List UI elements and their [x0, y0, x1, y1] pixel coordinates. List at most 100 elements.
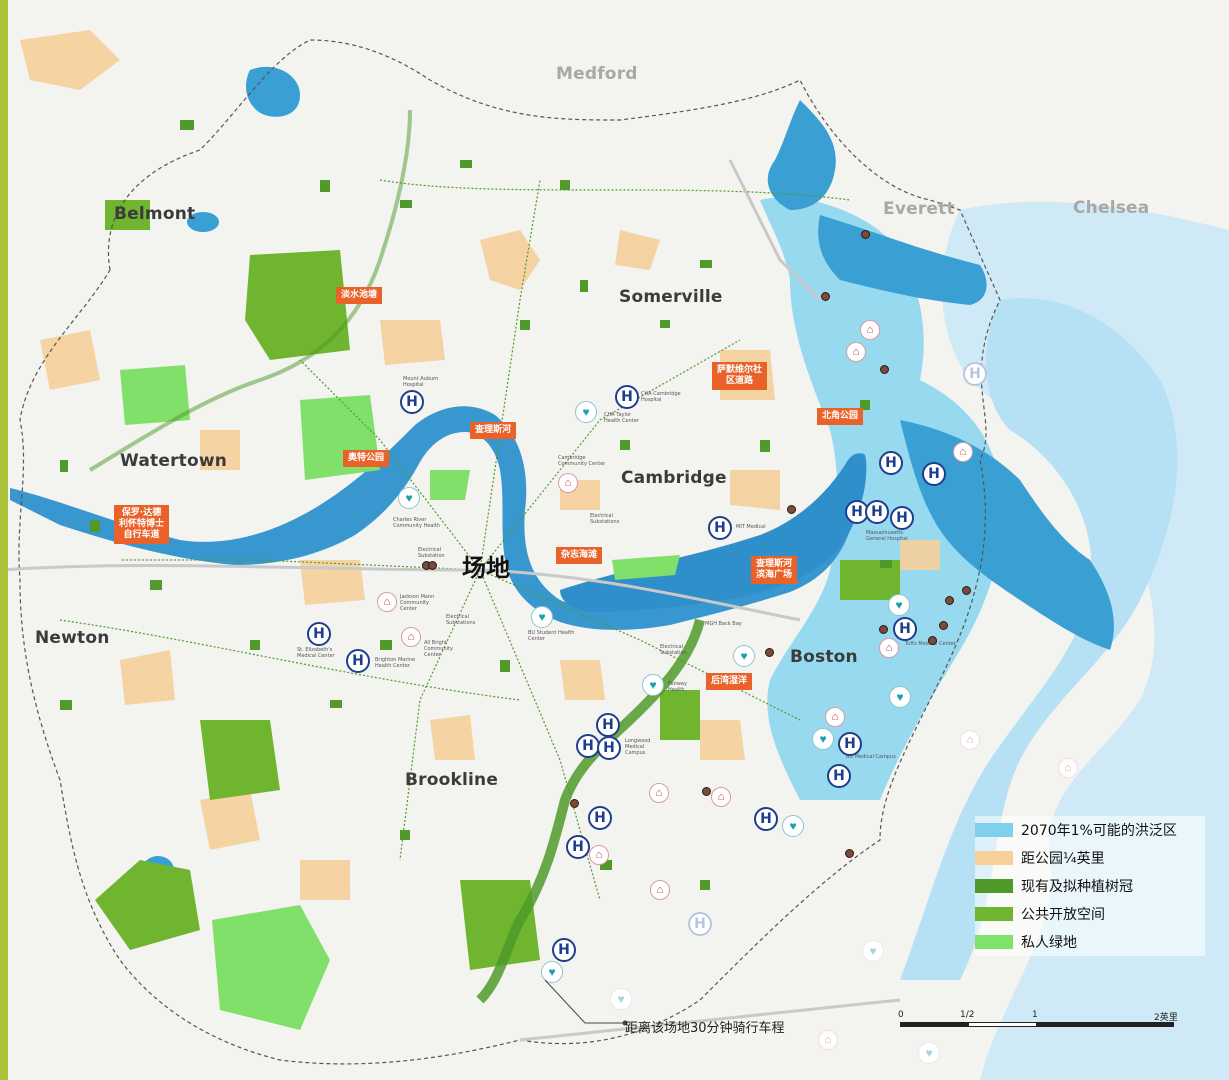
- community-center-icon[interactable]: ⌂: [558, 473, 578, 493]
- hospital-icon[interactable]: H: [596, 713, 620, 737]
- health-center-icon[interactable]: ♥: [733, 645, 755, 667]
- poi-bu-student-health: BU Student Health Center: [528, 630, 575, 642]
- health-center-icon[interactable]: ♥: [862, 940, 884, 962]
- substation-marker[interactable]: [962, 586, 971, 595]
- health-center-icon[interactable]: ♥: [918, 1042, 940, 1064]
- legend-swatch-private-green: [975, 935, 1013, 949]
- bike-routes: [59, 179, 851, 901]
- substation-marker[interactable]: [880, 365, 889, 374]
- highways: [0, 159, 901, 1042]
- callout-north-point[interactable]: 北角公园: [817, 408, 864, 425]
- substation-marker[interactable]: [765, 648, 774, 657]
- community-center-icon[interactable]: ⌂: [818, 1030, 838, 1050]
- substation-marker[interactable]: [428, 561, 437, 570]
- health-center-icon[interactable]: ♥: [642, 674, 664, 696]
- ride-note-leader: [544, 979, 628, 1026]
- hospital-icon[interactable]: H: [879, 451, 903, 475]
- hospital-icon[interactable]: H: [576, 734, 600, 758]
- callout-magazine-beach[interactable]: 杂志海滩: [556, 547, 603, 564]
- health-center-icon[interactable]: ♥: [812, 728, 834, 750]
- legend-label-flood: 2070年1%可能的洪泛区: [1021, 823, 1177, 839]
- hospital-icon[interactable]: H: [893, 617, 917, 641]
- substation-marker[interactable]: [845, 849, 854, 858]
- hospital-icon[interactable]: H: [890, 506, 914, 530]
- health-center-icon[interactable]: ♥: [575, 401, 597, 423]
- poi-all-bright: All Bright Community Center: [424, 640, 453, 658]
- health-center-icon[interactable]: ♥: [888, 594, 910, 616]
- poi-electrical-substation-4: Electrical Substation: [660, 644, 687, 656]
- callout-paul-dudley[interactable]: 保罗·达德 利怀特博士 自行车道: [114, 505, 170, 544]
- substation-marker[interactable]: [861, 230, 870, 239]
- hospital-icon[interactable]: H: [588, 806, 612, 830]
- community-center-icon[interactable]: ⌂: [589, 845, 609, 865]
- hospital-icon[interactable]: H: [597, 736, 621, 760]
- legend-swatch-flood: [975, 823, 1013, 837]
- hospital-icon[interactable]: H: [346, 649, 370, 673]
- hospital-icon[interactable]: H: [566, 835, 590, 859]
- health-center-icon[interactable]: ♥: [398, 487, 420, 509]
- community-center-icon[interactable]: ⌂: [649, 783, 669, 803]
- substation-marker[interactable]: [945, 596, 954, 605]
- substation-marker[interactable]: [570, 799, 579, 808]
- legend-label-tree-canopy: 现有及拟种植树冠: [1021, 879, 1133, 895]
- hospital-icon[interactable]: H: [827, 764, 851, 788]
- poi-fenway-health: Fenway Health: [668, 681, 687, 693]
- poi-bu-medical: BU Medical Campus: [846, 754, 896, 760]
- hospital-icon[interactable]: H: [865, 500, 889, 524]
- community-center-icon[interactable]: ⌂: [1058, 758, 1078, 778]
- hospital-icon[interactable]: H: [754, 807, 778, 831]
- hospital-icon[interactable]: H: [963, 362, 987, 386]
- scale-label-2: 2英里: [1154, 1013, 1178, 1023]
- health-center-icon[interactable]: ♥: [889, 686, 911, 708]
- callout-back-bay-fens[interactable]: 后湾湿洋: [706, 673, 753, 690]
- mystic-river: [767, 100, 836, 210]
- callout-fresh-pond[interactable]: 淡水池塘: [336, 287, 383, 304]
- health-center-icon[interactable]: ♥: [610, 988, 632, 1010]
- inner-harbor: [818, 215, 987, 305]
- hospital-icon[interactable]: H: [552, 938, 576, 962]
- hospital-icon[interactable]: H: [615, 385, 639, 409]
- community-center-icon[interactable]: ⌂: [825, 707, 845, 727]
- hospital-icon[interactable]: H: [838, 732, 862, 756]
- community-center-icon[interactable]: ⌂: [953, 442, 973, 462]
- poi-charles-river-health: Charles River Community Health: [393, 517, 440, 529]
- community-center-icon[interactable]: ⌂: [650, 880, 670, 900]
- substation-marker[interactable]: [879, 625, 888, 634]
- community-center-icon[interactable]: ⌂: [846, 342, 866, 362]
- place-boston: Boston: [790, 647, 858, 667]
- spy-pond: [187, 212, 219, 232]
- hospital-icon[interactable]: H: [922, 462, 946, 486]
- poi-mgh-back-bay: MGH Back Bay: [705, 621, 742, 627]
- legend-row-open-space: 公共开放空间: [975, 900, 1205, 928]
- mystic-lakes: [245, 66, 300, 117]
- community-center-icon[interactable]: ⌂: [860, 320, 880, 340]
- substation-marker[interactable]: [787, 505, 796, 514]
- health-center-icon[interactable]: ♥: [782, 815, 804, 837]
- study-boundary: [18, 39, 1001, 1065]
- hospital-icon[interactable]: H: [400, 390, 424, 414]
- callout-charles-river[interactable]: 查理斯河: [470, 422, 517, 439]
- boston-harbor-channel: [900, 420, 1114, 650]
- substation-marker[interactable]: [928, 636, 937, 645]
- community-center-icon[interactable]: ⌂: [960, 730, 980, 750]
- hospital-icon[interactable]: H: [688, 912, 712, 936]
- community-center-icon[interactable]: ⌂: [879, 638, 899, 658]
- substation-marker[interactable]: [702, 787, 711, 796]
- community-center-icon[interactable]: ⌂: [711, 787, 731, 807]
- community-center-icon[interactable]: ⌂: [377, 592, 397, 612]
- health-center-icon[interactable]: ♥: [531, 606, 553, 628]
- community-center-icon[interactable]: ⌂: [401, 627, 421, 647]
- legend-row-tree-canopy: 现有及拟种植树冠: [975, 872, 1205, 900]
- callout-esplanade[interactable]: 查理斯河 滨海广场: [751, 556, 798, 584]
- legend: 2070年1%可能的洪泛区 距公园¼英里 现有及拟种植树冠 公共开放空间 私人绿…: [975, 816, 1205, 956]
- hospital-icon[interactable]: H: [708, 516, 732, 540]
- place-somerville: Somerville: [619, 287, 723, 307]
- callout-mount-auburn[interactable]: 奥特公园: [343, 450, 390, 467]
- health-center-icon[interactable]: ♥: [541, 961, 563, 983]
- callout-sacramento[interactable]: 萨默维尔社 区道路: [712, 362, 768, 390]
- substation-marker[interactable]: [939, 621, 948, 630]
- substation-marker[interactable]: [821, 292, 830, 301]
- hospital-icon[interactable]: H: [307, 622, 331, 646]
